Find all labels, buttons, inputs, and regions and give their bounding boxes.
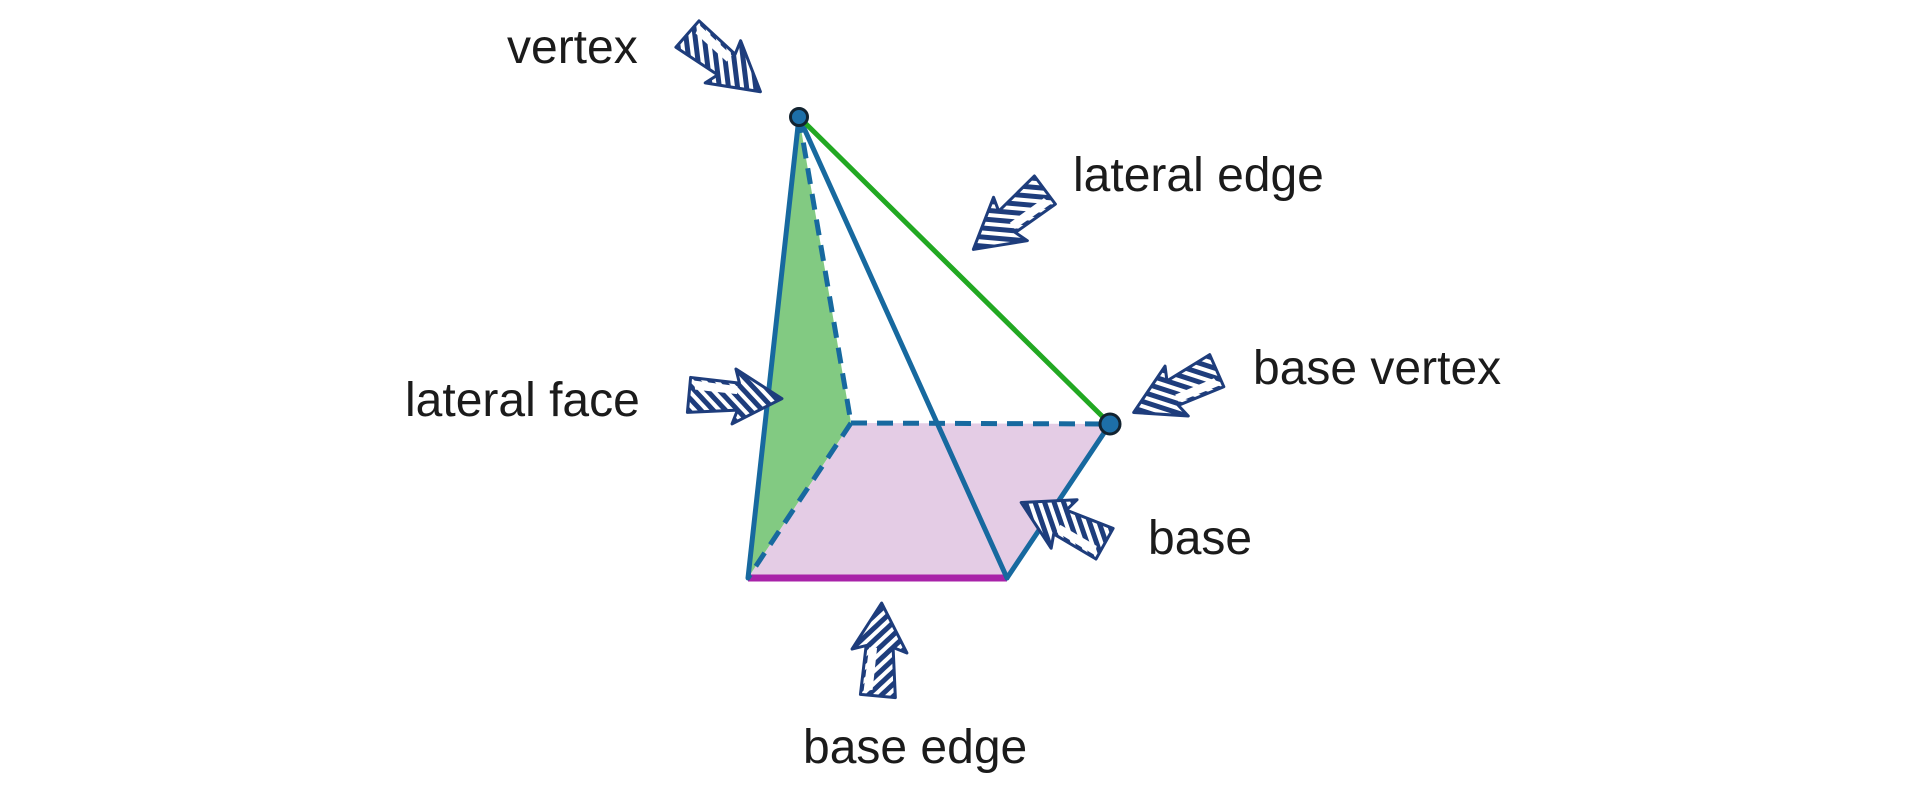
base-arrow-icon	[1019, 498, 1115, 561]
apex-vertex-dot	[789, 107, 809, 127]
label-lateral-face: lateral face	[405, 374, 640, 427]
base-face-shape	[748, 423, 1110, 578]
vertex-arrow-icon	[674, 19, 762, 94]
label-vertex: vertex	[507, 21, 638, 74]
label-base-edge: base edge	[803, 721, 1028, 774]
base-vertex-dot	[1098, 412, 1122, 436]
hidden-left-base-edge-line	[745, 421, 854, 580]
front-left-lateral-edge-line	[745, 114, 802, 581]
hidden-back-base-edge-line	[850, 420, 1111, 427]
base-vertex-arrow-icon	[1132, 353, 1226, 418]
label-base: base	[1148, 512, 1253, 565]
base-edge-arrow-icon	[850, 601, 909, 700]
label-lateral-edge: lateral edge	[1073, 149, 1324, 202]
lateral-edge-line	[796, 114, 1113, 427]
lateral-face-arrow-icon	[685, 367, 784, 426]
front-right-lateral-edge-line	[796, 114, 1010, 581]
label-base-vertex: base vertex	[1253, 342, 1502, 395]
lateral-edge-arrow-icon	[971, 174, 1057, 251]
lateral-face-shape	[748, 117, 851, 578]
